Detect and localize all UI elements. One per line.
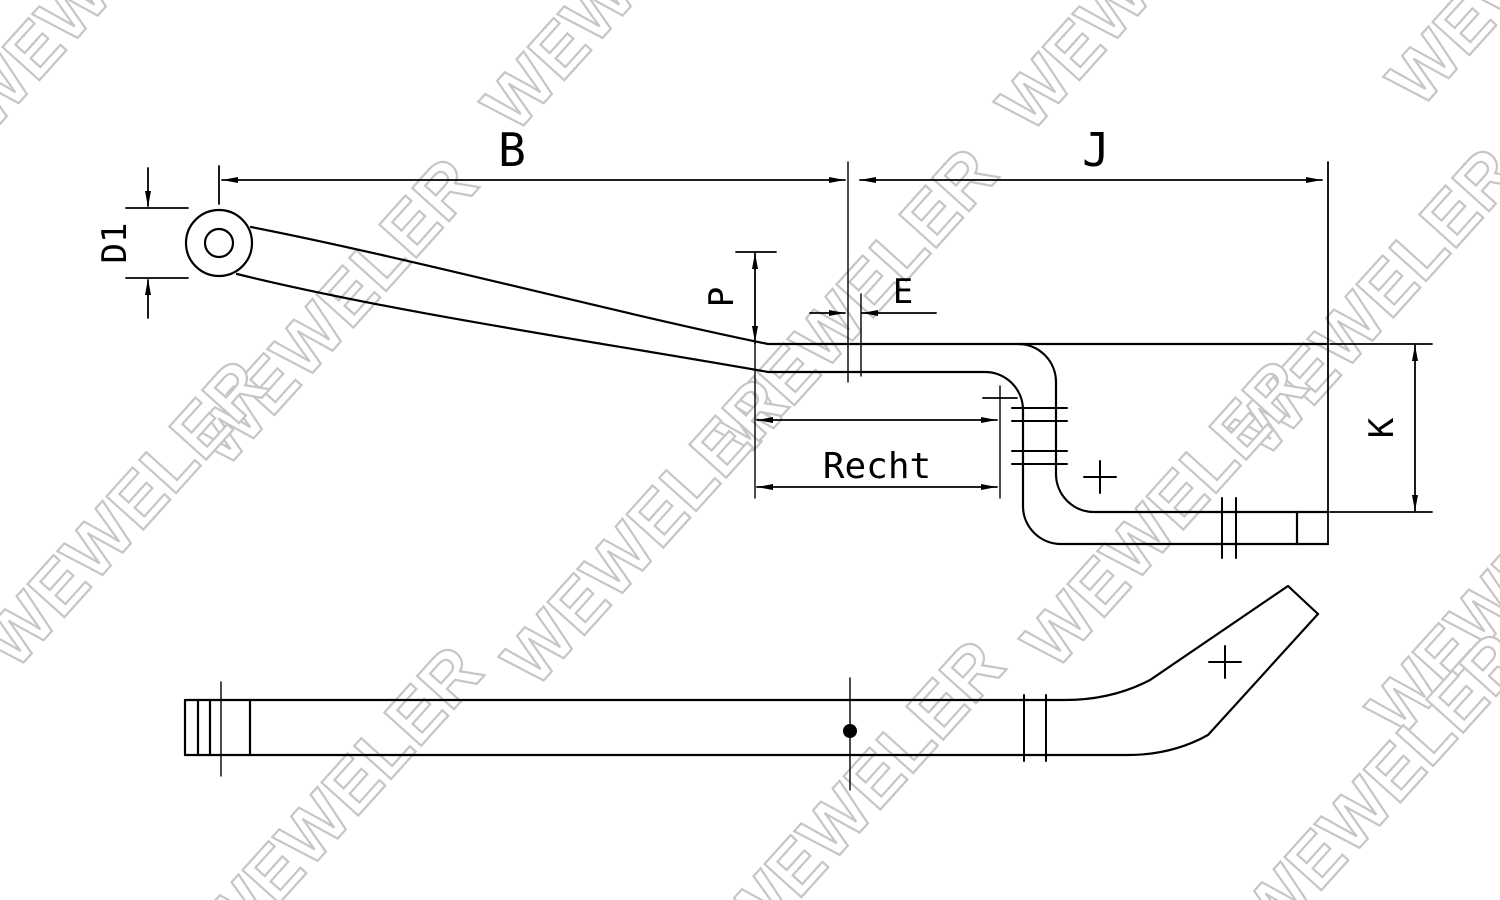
dimension-d1: D1: [95, 167, 189, 319]
watermark-text: WEWELER: [1372, 0, 1500, 121]
watermark-text: WEWELER: [0, 345, 283, 683]
dimension-layer: B J D1 P: [95, 123, 1433, 513]
dimension-label-k: K: [1362, 417, 1402, 438]
watermark-text: WEWELER: [1224, 618, 1500, 900]
dimension-label-b: B: [498, 123, 526, 177]
arm-bottom-edge: [183, 612, 1320, 757]
spring-eye-outer: [184, 208, 254, 278]
step-clamp-marks: [1011, 407, 1068, 465]
dimension-label-d1: D1: [95, 223, 135, 264]
watermark-text: WEWELER: [487, 363, 803, 701]
hole-cross-top: [1208, 645, 1242, 679]
dimension-k: K: [1329, 343, 1433, 513]
dimension-label-recht: Recht: [823, 446, 931, 487]
dimension-label-j: J: [1082, 123, 1110, 177]
center-bolt-dot: [843, 724, 857, 738]
watermark-text: WEWELER: [182, 631, 498, 900]
dimension-b: B: [218, 123, 846, 205]
arm-end-cap: [1286, 584, 1320, 616]
leaf-bottom-edge: [235, 272, 1330, 546]
dimension-label-e: E: [893, 272, 913, 312]
lower-clamp-marks: [1221, 497, 1237, 559]
arm-top-edge: [183, 584, 1290, 702]
dimension-e: E: [809, 272, 937, 377]
side-view: [184, 161, 1330, 559]
hole-cross-side: [1083, 460, 1117, 494]
watermark-text: WEWELER: [982, 0, 1298, 146]
dimension-recht: Recht: [756, 385, 1018, 499]
watermark-text: WEWELER: [1007, 345, 1323, 683]
watermark-text: WEWELER: [704, 625, 1020, 900]
dimension-p: P: [702, 251, 777, 499]
center-bolt: [843, 677, 857, 791]
watermark-text: WEWELER: [0, 0, 258, 146]
dimension-j: J: [859, 123, 1323, 183]
top-view: [183, 584, 1320, 791]
arm-clamp-marks: [1023, 694, 1047, 762]
dimension-label-p: P: [702, 287, 742, 307]
arm-left-end: [183, 681, 252, 777]
spring-eye-inner: [203, 227, 235, 259]
